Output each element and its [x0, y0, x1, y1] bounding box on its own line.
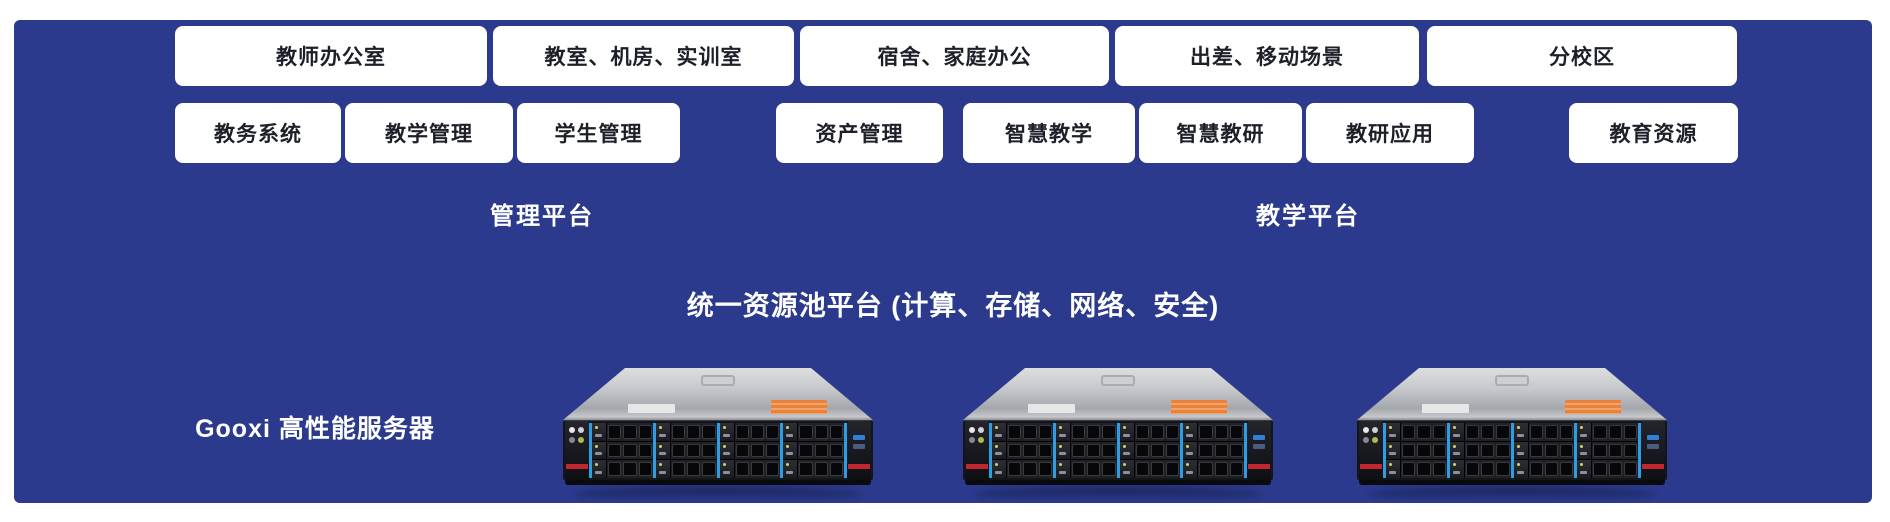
teaching-platform-label: 教学平台: [1256, 203, 1360, 230]
application-card: 教育资源: [1569, 103, 1738, 163]
application-card: 学生管理: [517, 103, 680, 163]
application-card: 智慧教学: [963, 103, 1135, 163]
application-card: 教务系统: [175, 103, 341, 163]
access-scenario-card: 教室、机房、实训室: [493, 26, 794, 86]
application-card: 资产管理: [776, 103, 943, 163]
server-caption-label: Gooxi 高性能服务器: [195, 415, 435, 443]
application-row: 教务系统教学管理学生管理 资产管理智慧教学智慧教研教研应用 教育资源: [0, 103, 1890, 163]
access-scenario-card: 出差、移动场景: [1115, 26, 1419, 86]
access-scenario-card: 教师办公室: [175, 26, 487, 86]
management-platform-label: 管理平台: [490, 203, 594, 230]
access-scenario-row: 教师办公室教室、机房、实训室宿舍、家庭办公出差、移动场景分校区: [0, 26, 1890, 86]
application-card: 教研应用: [1306, 103, 1474, 163]
access-scenario-card: 分校区: [1427, 26, 1737, 86]
resource-pool-label: 统一资源池平台 (计算、存储、网络、安全): [686, 291, 1220, 321]
access-scenario-card: 宿舍、家庭办公: [800, 26, 1109, 86]
application-card: 教学管理: [345, 103, 513, 163]
application-card: 智慧教研: [1139, 103, 1302, 163]
